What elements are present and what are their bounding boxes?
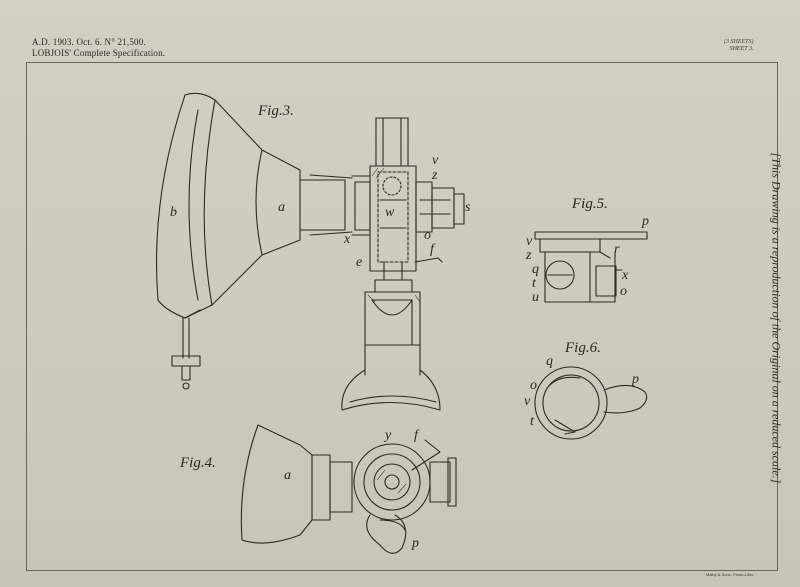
label-x-fig3: x: [344, 232, 351, 247]
label-w-fig3: w: [385, 205, 395, 220]
fig6-title: Fig.6.: [565, 340, 601, 356]
label-z-fig3: z: [432, 168, 438, 183]
label-v-fig3: v: [432, 153, 439, 168]
label-y-fig4: y: [385, 428, 392, 443]
fig6-drawing: [534, 366, 648, 440]
fig3-drawing: [155, 92, 465, 411]
label-v-fig5: v: [526, 234, 533, 249]
label-q-fig5: q: [532, 262, 539, 277]
label-p-fig4: p: [412, 536, 419, 551]
header-sheet-number: SHEET 3.: [729, 46, 754, 52]
reproduction-note: [This Drawing is a reproduction of the O…: [769, 152, 784, 484]
fig5-drawing: [534, 231, 648, 303]
label-u-fig5: u: [532, 290, 539, 305]
label-p-fig6: p: [632, 372, 639, 387]
header-patent-line: A.D. 1903. Oct. 6. N° 21,500.: [32, 37, 146, 47]
label-b: b: [170, 205, 177, 220]
label-r-fig5: r: [614, 242, 620, 257]
fig5-title: Fig.5.: [572, 196, 608, 212]
label-a-fig3: a: [278, 200, 285, 215]
label-x-fig5: x: [622, 268, 629, 283]
label-e-fig3: e: [356, 255, 363, 270]
label-o-fig5: o: [620, 284, 627, 299]
fig3-title: Fig.3.: [258, 103, 294, 119]
label-a-fig4: a: [284, 468, 291, 483]
label-o-fig6: o: [530, 378, 537, 393]
label-s-fig3: s: [465, 200, 471, 215]
label-q-fig6: q: [546, 354, 553, 369]
label-z-fig5: z: [526, 248, 532, 263]
header-left: A.D. 1903. Oct. 6. N° 21,500. LOBJOIS' C…: [32, 37, 165, 59]
drawing-frame: [26, 62, 778, 571]
label-f-fig4: f: [414, 428, 418, 443]
header-right: (3 SHEETS) SHEET 3.: [724, 39, 754, 53]
label-v-fig6: v: [524, 394, 531, 409]
printer-credit: Malby & Sons, Photo-Litho.: [706, 572, 755, 577]
label-t-fig6: t: [530, 414, 534, 429]
fig4-drawing: [240, 424, 457, 554]
label-f-fig3: f: [430, 242, 434, 257]
label-t-fig5: t: [532, 276, 536, 291]
label-p-fig5: p: [642, 214, 649, 229]
header-sheets-count: (3 SHEETS): [724, 39, 754, 45]
header-specification-line: LOBJOIS' Complete Specification.: [32, 48, 166, 58]
label-o-fig3: o: [424, 228, 431, 243]
fig4-title: Fig.4.: [180, 455, 216, 471]
